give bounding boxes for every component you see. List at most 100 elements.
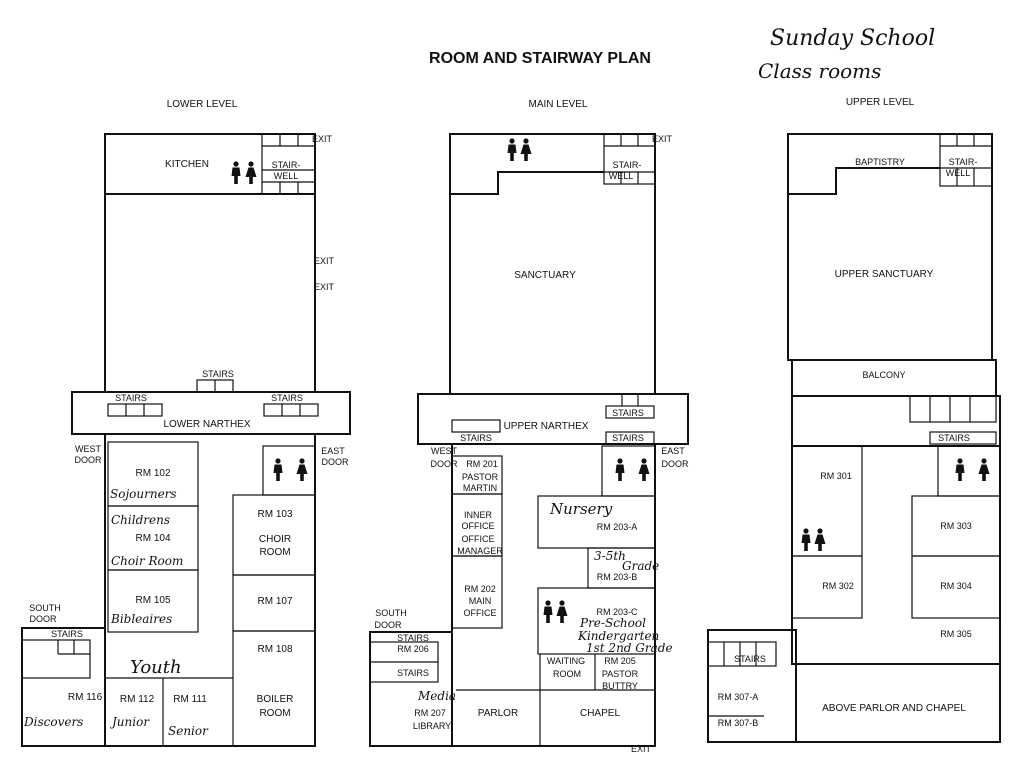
main-stairs-south-top: STAIRS <box>397 633 429 643</box>
lower-east-door-2: DOOR <box>322 457 350 467</box>
main-rm201: RM 201 <box>466 459 498 469</box>
lower-youth-note: Youth <box>130 657 182 678</box>
lower-rm103: RM 103 <box>257 509 292 520</box>
lower-rm104: RM 104 <box>135 533 170 544</box>
handwritten-sunday-school: Sunday School <box>770 26 935 51</box>
main-rm206: RM 206 <box>397 644 429 654</box>
main-pastor-2: MARTIN <box>463 483 497 493</box>
main-inner-office-1: INNER <box>464 510 493 520</box>
main-stairs-south-bottom: STAIRS <box>397 668 429 678</box>
main-exit-top: EXIT <box>652 134 673 144</box>
main-rm207: RM 207 <box>414 708 446 718</box>
main-rm207-note: Media <box>417 689 456 703</box>
upper-stairwell-1: STAIR- <box>949 157 978 167</box>
main-office-1: MAIN <box>469 596 492 606</box>
lower-exit-1: EXIT <box>314 256 335 266</box>
upper-balcony: BALCONY <box>862 370 905 380</box>
main-rm203c: RM 203-C <box>596 607 638 617</box>
main-rm203c-note-1: Pre-School <box>579 616 646 630</box>
lower-rm112: RM 112 <box>120 694 155 705</box>
main-stairs-right-bottom: STAIRS <box>612 433 644 443</box>
upper-baptistry: BAPTISTRY <box>855 157 905 167</box>
lower-kitchen: KITCHEN <box>165 159 209 170</box>
main-rm202: RM 202 <box>464 584 496 594</box>
main-rm205: RM 205 <box>604 656 636 666</box>
main-waiting-1: WAITING <box>547 656 585 666</box>
lower-rm104-note-top: Childrens <box>111 513 170 527</box>
upper-rm307b: RM 307-B <box>718 718 759 728</box>
lower-south-door-1: SOUTH <box>29 603 61 613</box>
lower-choir-1: CHOIR <box>259 534 291 545</box>
main-exit-bottom: EXIT <box>631 744 652 754</box>
lower-rm105-note: Bibleaires <box>110 612 172 626</box>
lower-boiler-2: ROOM <box>259 708 290 719</box>
main-nursery-note: Nursery <box>549 500 613 518</box>
main-stairs-left: STAIRS <box>460 433 492 443</box>
main-upper-narthex: UPPER NARTHEX <box>504 421 589 432</box>
main-east-door-2: DOOR <box>662 459 690 469</box>
lower-rm116: RM 116 <box>68 692 103 703</box>
upper-rm307a: RM 307-A <box>718 692 759 702</box>
lower-rm107: RM 107 <box>257 596 292 607</box>
upper-level-heading: UPPER LEVEL <box>846 97 915 108</box>
upper-stairwell-2: WELL <box>946 168 971 178</box>
lower-west-door-2: DOOR <box>75 455 103 465</box>
upper-above-parlor: ABOVE PARLOR AND CHAPEL <box>822 703 966 714</box>
upper-rm305: RM 305 <box>940 629 972 639</box>
main-office-2: OFFICE <box>464 608 497 618</box>
main-west-door-2: DOOR <box>431 459 459 469</box>
main-stairwell-1: STAIR- <box>613 160 642 170</box>
upper-rm301: RM 301 <box>820 471 852 481</box>
lower-narthex: LOWER NARTHEX <box>163 419 250 430</box>
upper-rm302: RM 302 <box>822 581 854 591</box>
main-south-door-1: SOUTH <box>375 608 407 618</box>
lower-rm108: RM 108 <box>257 644 292 655</box>
upper-rm304: RM 304 <box>940 581 972 591</box>
lower-rm112-note: Junior <box>109 715 150 729</box>
lower-stairwell-2: WELL <box>274 171 299 181</box>
main-rm203a: RM 203-A <box>597 522 638 532</box>
lower-rm111-note: Senior <box>168 724 209 738</box>
lower-exit-top: EXIT <box>312 134 333 144</box>
main-west-door-1: WEST <box>431 446 458 456</box>
upper-rm303: RM 303 <box>940 521 972 531</box>
main-rm203c-note-2: Kindergarten <box>577 629 659 643</box>
lower-choir-2: ROOM <box>259 547 290 558</box>
lower-level-heading: LOWER LEVEL <box>167 99 238 110</box>
lower-rm105: RM 105 <box>135 595 170 606</box>
main-library: LIBRARY <box>413 721 451 731</box>
page-title: ROOM AND STAIRWAY PLAN <box>429 50 651 67</box>
lower-boiler-1: BOILER <box>257 694 294 705</box>
main-chapel: CHAPEL <box>580 708 620 719</box>
main-pastor-buttry-1: PASTOR <box>602 669 639 679</box>
lower-east-door-1: EAST <box>321 446 345 456</box>
lower-stairs-south: STAIRS <box>51 629 83 639</box>
main-rm203b: RM 203-B <box>597 572 638 582</box>
main-parlor: PARLOR <box>478 708 518 719</box>
lower-rm102-note: Sojourners <box>110 487 177 501</box>
main-sanctuary: SANCTUARY <box>514 270 576 281</box>
main-office-manager-1: OFFICE <box>462 534 495 544</box>
main-stairs-right-top: STAIRS <box>612 408 644 418</box>
lower-stairs-right: STAIRS <box>271 393 303 403</box>
main-inner-office-2: OFFICE <box>462 521 495 531</box>
lower-exit-2: EXIT <box>314 282 335 292</box>
upper-stairs-south: STAIRS <box>734 654 766 664</box>
lower-rm111: RM 111 <box>173 694 207 705</box>
main-rm203b-note-2: Grade <box>622 559 659 573</box>
main-stairwell-2: WELL <box>609 171 634 181</box>
lower-stairs-centre: STAIRS <box>202 369 234 379</box>
handwritten-classrooms: Class rooms <box>758 59 881 83</box>
lower-stairs-left: STAIRS <box>115 393 147 403</box>
main-pastor-buttry-2: BUTTRY <box>602 681 638 691</box>
main-level-plan <box>369 133 689 747</box>
lower-rm104-note-bottom: Choir Room <box>111 554 183 568</box>
main-rm203c-note-3: 1st 2nd Grade <box>586 641 673 655</box>
lower-west-door-1: WEST <box>75 444 102 454</box>
upper-level-plan <box>707 133 1001 743</box>
main-rm203b-note-1: 3-5th <box>594 549 626 563</box>
upper-sanctuary: UPPER SANCTUARY <box>835 269 934 280</box>
lower-level-plan <box>21 133 351 747</box>
lower-south-door-2: DOOR <box>30 614 58 624</box>
